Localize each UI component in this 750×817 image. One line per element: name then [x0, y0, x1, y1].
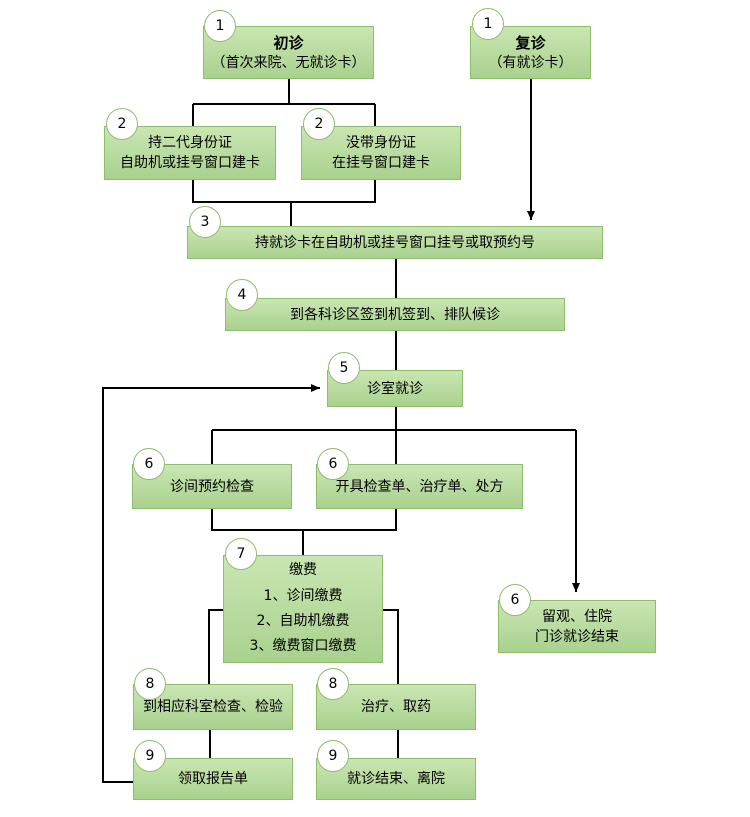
- id-card-line2: 自助机或挂号窗口建卡: [120, 155, 260, 171]
- connector-payment-right: [383, 609, 399, 684]
- exam-label: 到相应科室检查、检验: [143, 699, 283, 715]
- payment-item-1: 1、诊间缴费: [263, 587, 343, 604]
- step-badge-observe: 6: [499, 584, 531, 616]
- connector-to-payment: [211, 509, 397, 555]
- return-visit-subtitle: （有就诊卡）: [488, 54, 573, 71]
- first-visit-box: 初诊 （首次来院、无就诊卡）: [203, 26, 374, 79]
- consult-label: 诊室就诊: [367, 380, 423, 397]
- checkin-box: 到各科诊区签到机签到、排队候诊: [225, 298, 565, 331]
- orders-label: 开具检查单、治疗单、处方: [335, 478, 504, 495]
- step-badge-consult: 5: [328, 352, 360, 384]
- connector-report-loop: [102, 384, 320, 783]
- connector-first-split: [192, 78, 376, 126]
- step-badge-id-card: 2: [106, 108, 138, 140]
- first-visit-title: 初诊: [273, 33, 304, 52]
- connector-card-merge: [192, 178, 376, 226]
- step-badge-payment: 7: [225, 538, 257, 570]
- no-id-line2: 在挂号窗口建卡: [332, 155, 430, 171]
- connector-payment-left: [208, 609, 223, 684]
- report-label: 领取报告单: [178, 771, 248, 787]
- finish-box: 就诊结束、离院: [316, 758, 476, 800]
- payment-title: 缴费: [289, 561, 317, 578]
- payment-item-2: 2、自助机缴费: [256, 612, 350, 629]
- treatment-label: 治疗、取药: [361, 699, 431, 715]
- register-label: 持就诊卡在自助机或挂号窗口挂号或取预约号: [255, 234, 535, 251]
- step-badge-return-visit: 1: [472, 8, 504, 40]
- step-badge-treatment: 8: [317, 668, 349, 700]
- step-badge-no-id: 2: [303, 108, 335, 140]
- finish-label: 就诊结束、离院: [347, 771, 445, 787]
- return-visit-box: 复诊 （有就诊卡）: [470, 26, 591, 79]
- step-badge-exam: 8: [134, 668, 166, 700]
- appt-exam-label: 诊间预约检查: [170, 478, 254, 495]
- step-badge-finish: 9: [317, 740, 349, 772]
- step-badge-first-visit: 1: [204, 10, 236, 42]
- orders-box: 开具检查单、治疗单、处方: [316, 464, 523, 509]
- payment-item-3: 3、缴费窗口缴费: [249, 637, 357, 654]
- return-visit-title: 复诊: [515, 33, 546, 52]
- step-badge-orders: 6: [317, 448, 349, 480]
- first-visit-subtitle: （首次来院、无就诊卡）: [211, 54, 366, 71]
- step-badge-register: 3: [189, 206, 221, 238]
- step-badge-checkin: 4: [226, 279, 258, 311]
- id-card-line1: 持二代身份证: [148, 135, 232, 151]
- step-badge-appt-exam: 6: [133, 448, 165, 480]
- step-badge-report: 9: [134, 740, 166, 772]
- connector-consult-branch: [211, 406, 576, 464]
- payment-box: 缴费 1、诊间缴费 2、自助机缴费 3、缴费窗口缴费: [223, 555, 383, 663]
- observe-line2: 门诊就诊结束: [535, 628, 619, 645]
- no-id-line1: 没带身份证: [346, 135, 416, 151]
- observe-line1: 留观、住院: [542, 608, 612, 625]
- register-box: 持就诊卡在自助机或挂号窗口挂号或取预约号: [187, 226, 603, 259]
- checkin-label: 到各科诊区签到机签到、排队候诊: [290, 306, 500, 323]
